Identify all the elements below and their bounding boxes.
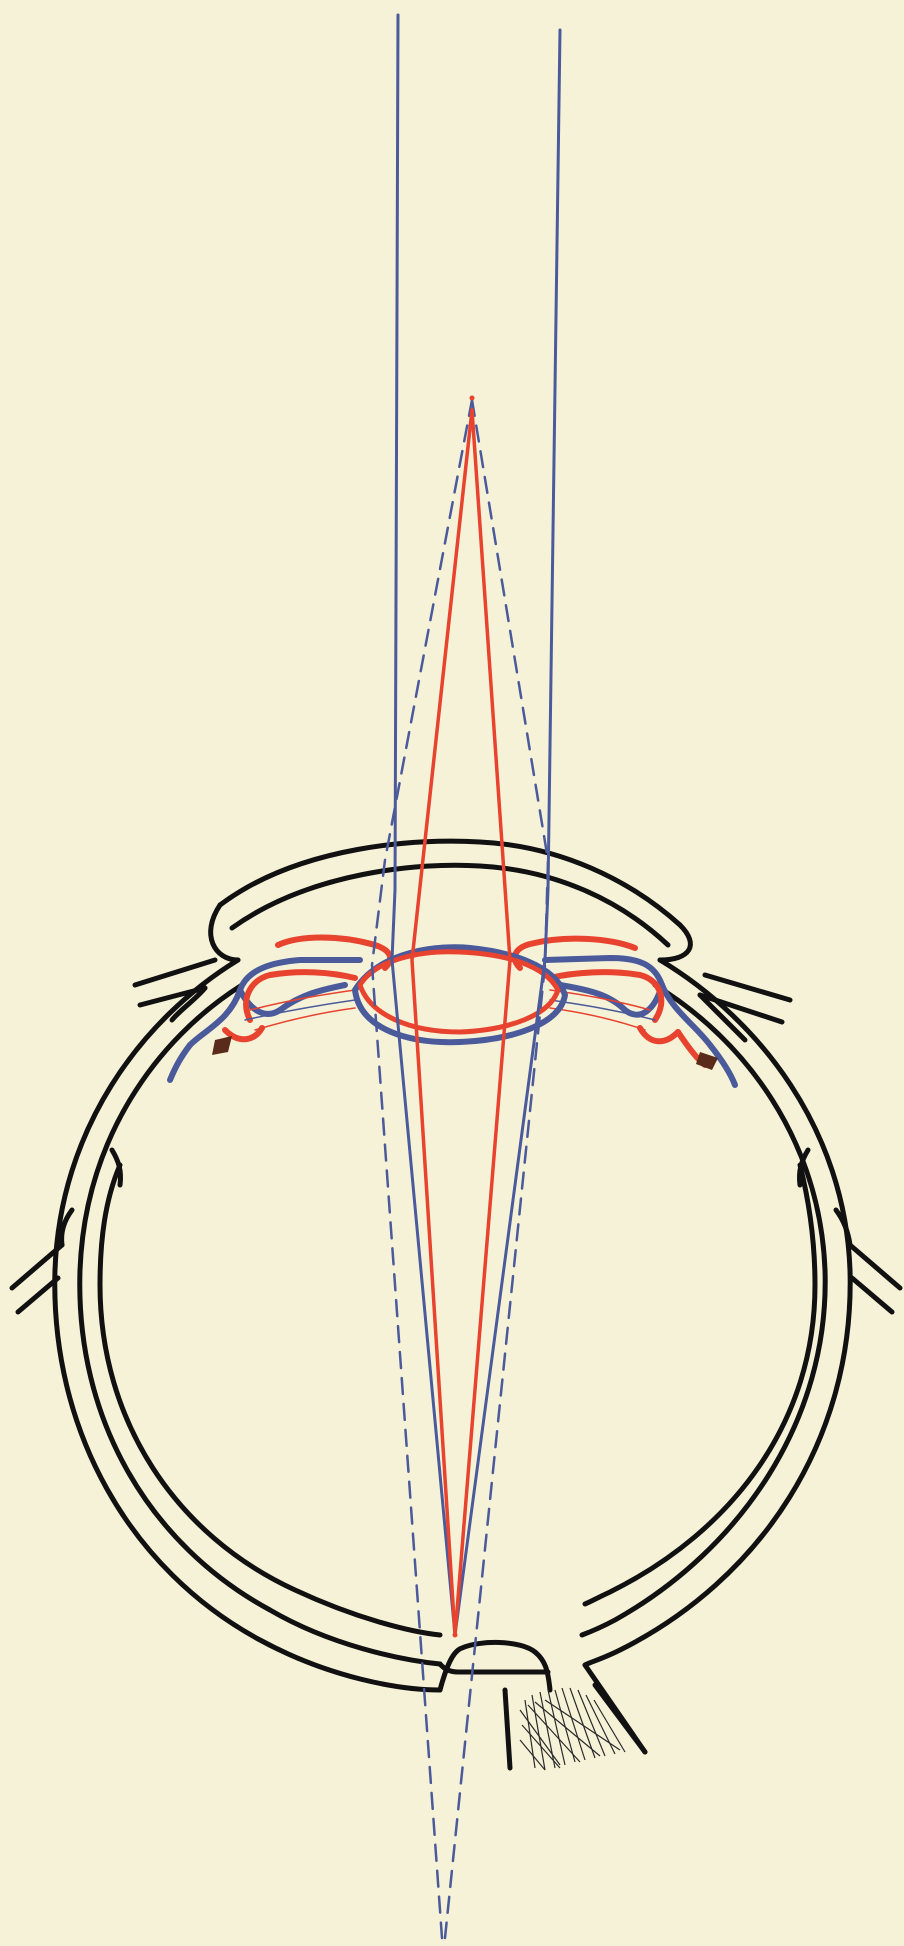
optic-disc [440,1642,550,1690]
crystalline-lens [355,947,565,1042]
blue-ray-right [455,30,560,1635]
red-ray-right [455,410,510,1635]
red-ray-left [412,410,472,1635]
blue-dashed-rays [372,400,548,1938]
blue-dashed-left [372,400,472,1938]
blue-dashed-right [445,400,548,1938]
muscle-side-right-2 [852,1278,892,1312]
muscle-upper-right-1 [705,975,790,1000]
retinal-focus [453,1633,458,1638]
sclera-outer-right [585,960,850,1665]
choroid-right [585,1165,815,1604]
extraocular-muscles [12,960,900,1312]
red-rays [412,410,510,1635]
limbus-left [211,905,238,960]
choroid-left [100,1165,440,1635]
blue-ray-left [392,15,455,1635]
muscle-side-left-2 [18,1278,58,1312]
optic-disc-inner [440,1664,548,1672]
sclera-inner-left [80,985,440,1664]
sclera-outer-left [55,960,440,1690]
optic-nerve-left [505,1690,510,1768]
cornea-inner [232,865,668,945]
cornea-outer [220,841,680,925]
choroid [100,1150,815,1635]
optic-nerve-right-inner [595,1685,645,1752]
lens-red [360,952,558,1032]
near-point [470,396,475,401]
choroid-blue-left [170,1045,190,1080]
